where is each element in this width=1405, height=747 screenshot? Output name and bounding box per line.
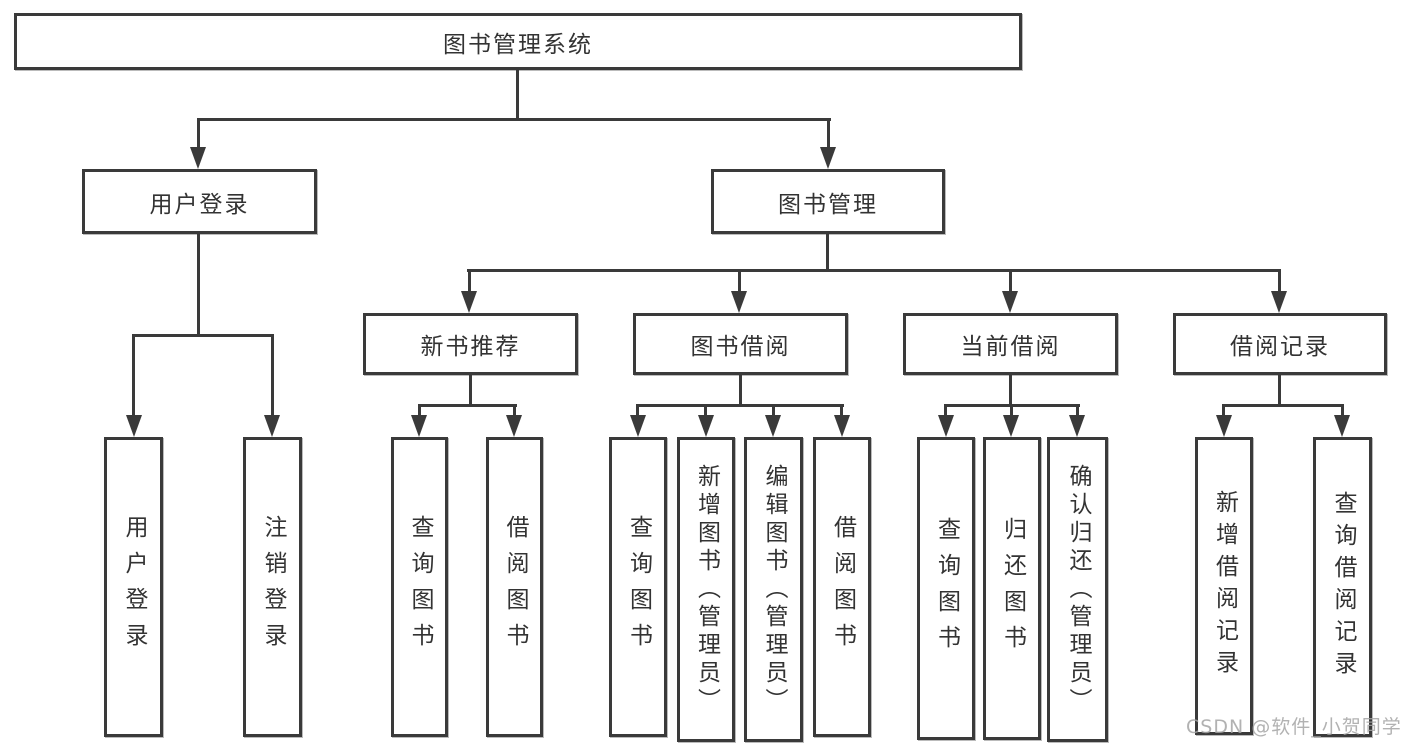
node-user-login: 用户登录 [82,169,317,234]
leaf-user-login: 用户登录 [104,437,163,737]
arrow-down-icon [126,415,142,437]
arrow-down-icon [820,147,836,169]
connector-line [467,269,1281,272]
connector-line [1222,404,1225,417]
leaf-label: 归还图书 [999,516,1026,661]
arrow-down-icon [461,291,477,313]
arrow-down-icon [506,415,522,437]
leaf-label: 借阅图书 [829,515,856,659]
leaf-query-books-current: 查询图书 [917,437,975,740]
connector-line [826,234,829,272]
connector-line [197,118,200,150]
leaf-label: 用户登录 [121,515,147,659]
connector-line [840,404,843,417]
node-label: 图书借阅 [690,334,791,360]
node-label: 新书推荐 [420,334,521,360]
node-borrowing-records: 借阅记录 [1173,313,1387,375]
connector-line [418,404,421,417]
connector-line [636,404,844,407]
connector-line [271,334,274,417]
leaf-label: 借阅图书 [502,515,528,659]
leaf-label: 注销登录 [260,515,286,659]
leaf-edit-books-admin: 编辑图书（管理员） [744,437,803,742]
connector-line [827,118,830,150]
connector-line [772,404,775,417]
arrow-down-icon [698,415,714,437]
node-book-management-system: 图书管理系统 [14,13,1022,70]
leaf-borrow-books: 借阅图书 [813,437,871,737]
connector-line [516,70,519,120]
leaf-confirm-return-admin: 确认归还（管理员） [1047,437,1108,742]
arrow-down-icon [938,415,954,437]
connector-line [1222,404,1344,407]
connector-line [1009,269,1012,295]
leaf-add-borrow-record: 新增借阅记录 [1195,437,1253,735]
arrow-down-icon [264,415,280,437]
arrow-down-icon [765,415,781,437]
connector-line [469,375,472,406]
connector-line [468,269,471,295]
arrow-down-icon [1003,415,1019,437]
connector-line [1009,375,1012,406]
leaf-add-books-admin: 新增图书（管理员） [677,437,735,742]
arrow-down-icon [1334,415,1350,437]
connector-line [1010,404,1013,417]
leaf-logout: 注销登录 [243,437,302,737]
node-label: 图书管理 [778,191,878,218]
leaf-query-books-borrowing: 查询图书 [609,437,667,737]
arrow-down-icon [1069,415,1085,437]
arrow-down-icon [1271,291,1287,313]
leaf-borrow-books-recommend: 借阅图书 [486,437,543,737]
arrow-down-icon [411,415,427,437]
arrow-down-icon [1216,415,1232,437]
leaf-label: 新增借阅记录 [1211,490,1238,682]
leaf-label: 查询借阅记录 [1330,491,1356,683]
connector-line [197,118,831,121]
connector-line [636,404,639,417]
csdn-watermark: CSDN @软件_小贺同学 [1186,716,1402,738]
connector-line [132,334,274,337]
leaf-label: 编辑图书（管理员） [761,463,787,716]
node-label: 当前借阅 [960,334,1061,360]
leaf-return-books: 归还图书 [983,437,1041,740]
arrow-down-icon [630,415,646,437]
connector-line [132,334,135,417]
connector-line [1076,404,1079,417]
connector-line [944,404,947,417]
arrow-down-icon [190,147,206,169]
connector-line [197,234,200,337]
arrow-down-icon [1002,291,1018,313]
node-label: 借阅记录 [1230,334,1330,360]
connector-line [1278,375,1281,406]
node-label: 图书管理系统 [443,31,593,58]
node-book-management: 图书管理 [711,169,945,234]
connector-line [418,404,517,407]
leaf-label: 查询图书 [407,515,433,659]
leaf-label: 新增图书（管理员） [693,463,720,716]
connector-line [739,375,742,406]
arrow-down-icon [731,291,747,313]
node-label: 用户登录 [149,191,250,218]
leaf-query-borrow-record: 查询借阅记录 [1313,437,1372,737]
connector-line [1341,404,1344,417]
connector-line [1278,269,1281,295]
arrow-down-icon [834,415,850,437]
leaf-query-books-recommend: 查询图书 [391,437,448,737]
node-current-borrowing: 当前借阅 [903,313,1118,375]
node-new-book-recommend: 新书推荐 [363,313,578,375]
node-book-borrowing: 图书借阅 [633,313,848,375]
connector-line [513,404,516,417]
leaf-label: 查询图书 [933,516,960,661]
connector-line [704,404,707,417]
leaf-label: 确认归还（管理员） [1065,463,1091,716]
leaf-label: 查询图书 [625,515,652,659]
connector-line [738,269,741,295]
